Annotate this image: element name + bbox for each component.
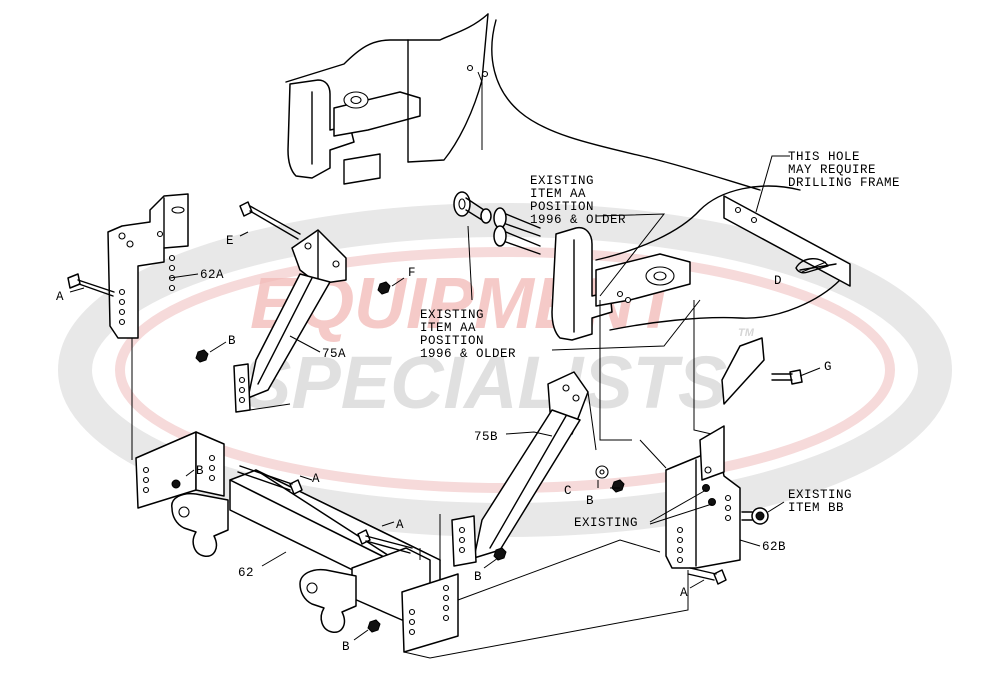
label-62b: 62B: [762, 540, 786, 554]
label-b-right: B: [586, 494, 594, 508]
bracket-62a: [107, 193, 189, 460]
callout-hole-line2: MAY REQUIRE: [788, 163, 876, 177]
label-g: G: [824, 360, 832, 374]
callout-aa-mid-line1: EXISTING: [420, 308, 484, 322]
nut-b-lower: [367, 619, 381, 633]
existing-item-aa-pin-top: [493, 207, 541, 255]
label-e: E: [226, 234, 234, 248]
label-b-crossbar: B: [196, 464, 204, 478]
callout-hole-note: THIS HOLE MAY REQUIRE DRILLING FRAME: [788, 150, 900, 190]
label-75b: 75B: [474, 430, 498, 444]
frame-rail-right-bottom: [609, 279, 841, 331]
label-b-bottom: B: [474, 570, 482, 584]
bolt-a-crossbar-left: [237, 465, 303, 495]
pin-clip-d: [795, 258, 837, 274]
crossbar-62: [135, 431, 459, 653]
callout-item-aa-mid: EXISTING ITEM AA POSITION 1996 & OLDER: [420, 308, 516, 361]
bolt-a-lower-right: [687, 567, 727, 585]
label-a-upper-left: A: [56, 290, 64, 304]
callout-aa-mid-line2: ITEM AA: [420, 321, 476, 335]
nut-b-right: [611, 479, 625, 493]
tow-hook-left: [171, 492, 229, 557]
label-b-left: B: [228, 334, 236, 348]
label-a-lower-right: A: [680, 586, 688, 600]
existing-item-bb-bolt: [741, 507, 769, 525]
bolt-a-crossbar-right: [357, 529, 413, 554]
callout-aa-top-line1: EXISTING: [530, 174, 594, 188]
label-62: 62: [238, 566, 254, 580]
label-a-crossbar-left: A: [312, 472, 320, 486]
frame-rail-inner: [407, 13, 489, 163]
callout-existing: EXISTING: [574, 516, 638, 530]
callout-item-aa-top: EXISTING ITEM AA POSITION 1996 & OLDER: [530, 174, 626, 227]
frame-horn-right: [551, 226, 613, 341]
callout-bb-line1: EXISTING: [788, 488, 852, 502]
existing-item-aa-pin-mid: [453, 191, 492, 224]
label-c: C: [564, 484, 572, 498]
callout-item-bb: EXISTING ITEM BB: [788, 488, 852, 515]
tow-hook-right: [299, 568, 357, 633]
bolt-g: [771, 369, 803, 385]
callout-bb-line2: ITEM BB: [788, 501, 844, 515]
callout-aa-top-line2: ITEM AA: [530, 187, 586, 201]
frame-rail-curve: [491, 19, 761, 191]
callout-aa-mid-line3: POSITION: [420, 334, 484, 348]
vehicle-frame: [285, 13, 851, 441]
callout-hole-line3: DRILLING FRAME: [788, 176, 900, 190]
label-f: F: [408, 266, 416, 280]
side-bracket-plate: [721, 337, 765, 405]
nut-b-left: [195, 349, 209, 363]
label-62a: 62A: [200, 268, 224, 282]
bracket-75a: [233, 229, 347, 413]
label-75a: 75A: [322, 347, 346, 361]
frame-horn-left: [287, 79, 355, 179]
frame-plate-left: [343, 153, 381, 185]
leader-lines: [69, 155, 827, 641]
bracket-62b: [639, 425, 741, 569]
watermark-line2: SPECIALISTS: [242, 341, 727, 424]
callout-aa-top-line4: 1996 & OLDER: [530, 213, 626, 227]
bracket-75b: [439, 371, 597, 568]
bolt-e: [239, 201, 301, 240]
bolt-a-upper-left: [67, 273, 115, 297]
frame-rail-right-top: [595, 185, 801, 261]
callout-aa-top-line3: POSITION: [530, 200, 594, 214]
frame-rail-top-edge: [285, 13, 489, 83]
nut-f: [377, 281, 391, 295]
label-d: D: [774, 274, 782, 288]
nut-b-bottom: [493, 547, 507, 561]
callout-hole-line1: THIS HOLE: [788, 150, 860, 164]
label-b-lower: B: [342, 640, 350, 654]
label-a-crossbar-right: A: [396, 518, 404, 532]
callout-aa-mid-line4: 1996 & OLDER: [420, 347, 516, 361]
watermark-tm: TM: [738, 327, 755, 339]
